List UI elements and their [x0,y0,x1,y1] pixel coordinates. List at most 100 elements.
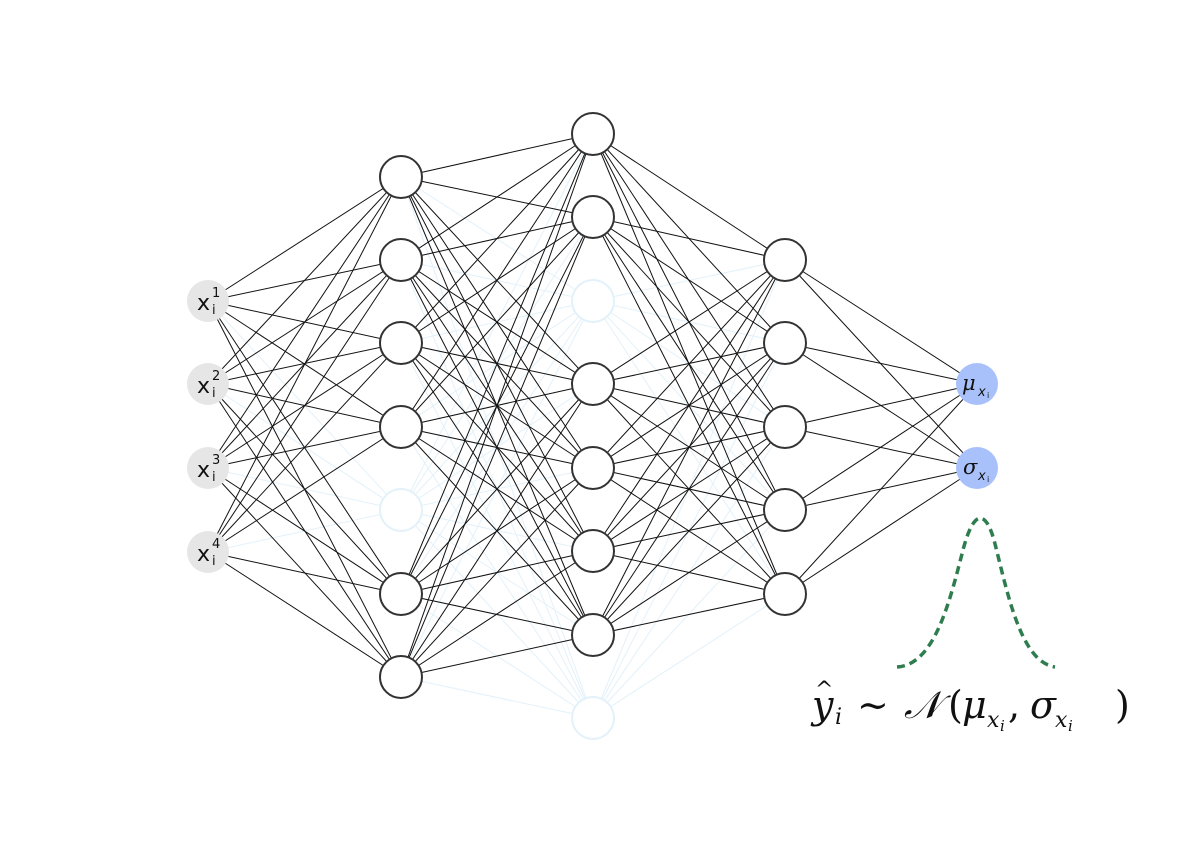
connection [592,342,786,636]
hidden-node [763,488,807,532]
connection [784,342,978,385]
dropped-node [379,488,423,532]
connection [400,383,594,678]
connection [400,133,594,344]
input-labels: x 1 i x 2 i x 3 i x 4 i [197,286,220,569]
input-node [187,447,229,489]
input-sub-3: i [212,470,216,485]
connection [400,133,594,678]
input-label-4: x [197,542,210,567]
nodes [187,112,998,740]
hidden-node [763,321,807,365]
connection [592,259,786,469]
hidden-node [763,405,807,449]
connection [592,593,786,636]
connection [400,133,594,261]
connections [207,133,978,678]
input-sup-2: 2 [212,369,220,384]
input-sup-4: 4 [212,537,220,552]
connection [207,467,402,595]
formula-dist: 𝒩 [904,683,952,727]
input-node [187,363,229,405]
formula-arg2-sub: x [1055,708,1068,733]
hidden-node [571,362,615,406]
formula-close-paren: ) [1115,683,1130,727]
hidden-node [763,238,807,282]
connection [592,426,786,636]
formula-arg1-sub: x [987,708,1000,733]
connection [207,551,402,595]
output-node [956,447,998,489]
formula-arg1-subsub: i [1000,717,1005,735]
connection [592,259,786,636]
connection [592,216,786,261]
connection [592,216,786,344]
hidden-node [379,572,423,616]
connection [592,259,786,552]
connection [784,383,978,511]
formula-open-paren: ( [948,683,963,727]
distribution-formula: y ^ i ∼ 𝒩 ( μ x i , σ x i ) [810,678,1130,735]
formula-arg1: μ [962,683,987,727]
connection [400,467,594,678]
connection [592,509,786,636]
output-labels: μ x i σ x i [962,371,989,484]
connection [784,259,978,385]
hidden-node [763,572,807,616]
input-sup-1: 1 [212,286,220,301]
output-label-mu: μ [962,371,976,395]
hidden-node [379,405,423,449]
connection [400,133,594,178]
dropped-connection [400,676,594,719]
hidden-node [379,155,423,199]
formula-lhs-sub: i [835,705,842,730]
hidden-node [571,529,615,573]
hidden-node [379,238,423,282]
hidden-node [571,446,615,490]
dropped-connections [207,133,786,719]
output-label-mu-sub: x [977,385,986,400]
input-sub-1: i [212,303,216,318]
connection [400,133,594,428]
formula-lhs: y [810,683,834,727]
connection [784,383,978,595]
input-sup-3: 3 [212,453,220,468]
dropped-node [571,696,615,740]
output-label-sigma-subsub: i [987,475,989,484]
connection [400,383,594,595]
connection [207,426,402,553]
hidden-node [379,321,423,365]
connection [592,133,786,261]
hidden-node [571,195,615,239]
formula-lhs-hat: ^ [815,678,833,703]
connection [207,551,402,678]
connection [400,216,594,428]
input-node [187,531,229,573]
input-sub-4: i [212,554,216,569]
input-node [187,280,229,322]
output-label-sigma-sub: x [977,469,986,484]
connection [207,176,402,302]
input-label-2: x [197,374,210,399]
formula-relation: ∼ [857,683,889,727]
dropped-connection [592,593,786,719]
connection [207,176,402,385]
gaussian-curve [896,516,1056,669]
hidden-node [571,112,615,156]
connection [784,467,978,595]
connection [400,133,594,595]
connection [400,550,594,678]
connection [592,259,786,385]
connection [207,259,402,553]
input-label-3: x [197,458,210,483]
connection [400,634,594,678]
output-node [956,363,998,405]
formula-arg2-subsub: i [1068,717,1073,735]
formula-comma: , [1008,683,1020,727]
output-label-mu-subsub: i [987,391,989,400]
connection [784,383,978,428]
input-sub-2: i [212,386,216,401]
connection [207,176,402,469]
input-label-1: x [197,291,210,316]
